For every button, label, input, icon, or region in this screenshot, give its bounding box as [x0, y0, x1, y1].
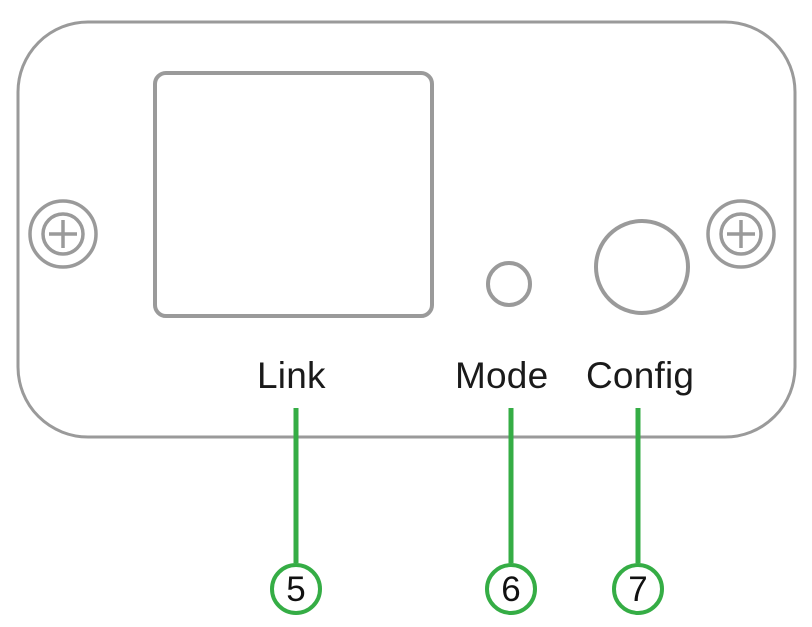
label-link: Link [257, 355, 326, 396]
front-panel-faceplate [16, 20, 797, 439]
mounting-screw-right [706, 199, 776, 269]
callout-badge-7[interactable] [612, 563, 664, 615]
screw-outer-ring [28, 199, 98, 269]
screw-outer-ring [706, 199, 776, 269]
label-mode: Mode [455, 355, 549, 396]
screw-inner-ring [719, 212, 763, 256]
screw-inner-ring [41, 212, 85, 256]
mounting-screw-left [28, 199, 98, 269]
callout-badge-6[interactable] [485, 563, 537, 615]
label-config: Config [586, 355, 695, 396]
lcd-display-screen [153, 71, 434, 318]
config-button[interactable] [594, 219, 690, 315]
callout-badge-5[interactable] [270, 563, 322, 615]
mode-button[interactable] [486, 261, 532, 307]
